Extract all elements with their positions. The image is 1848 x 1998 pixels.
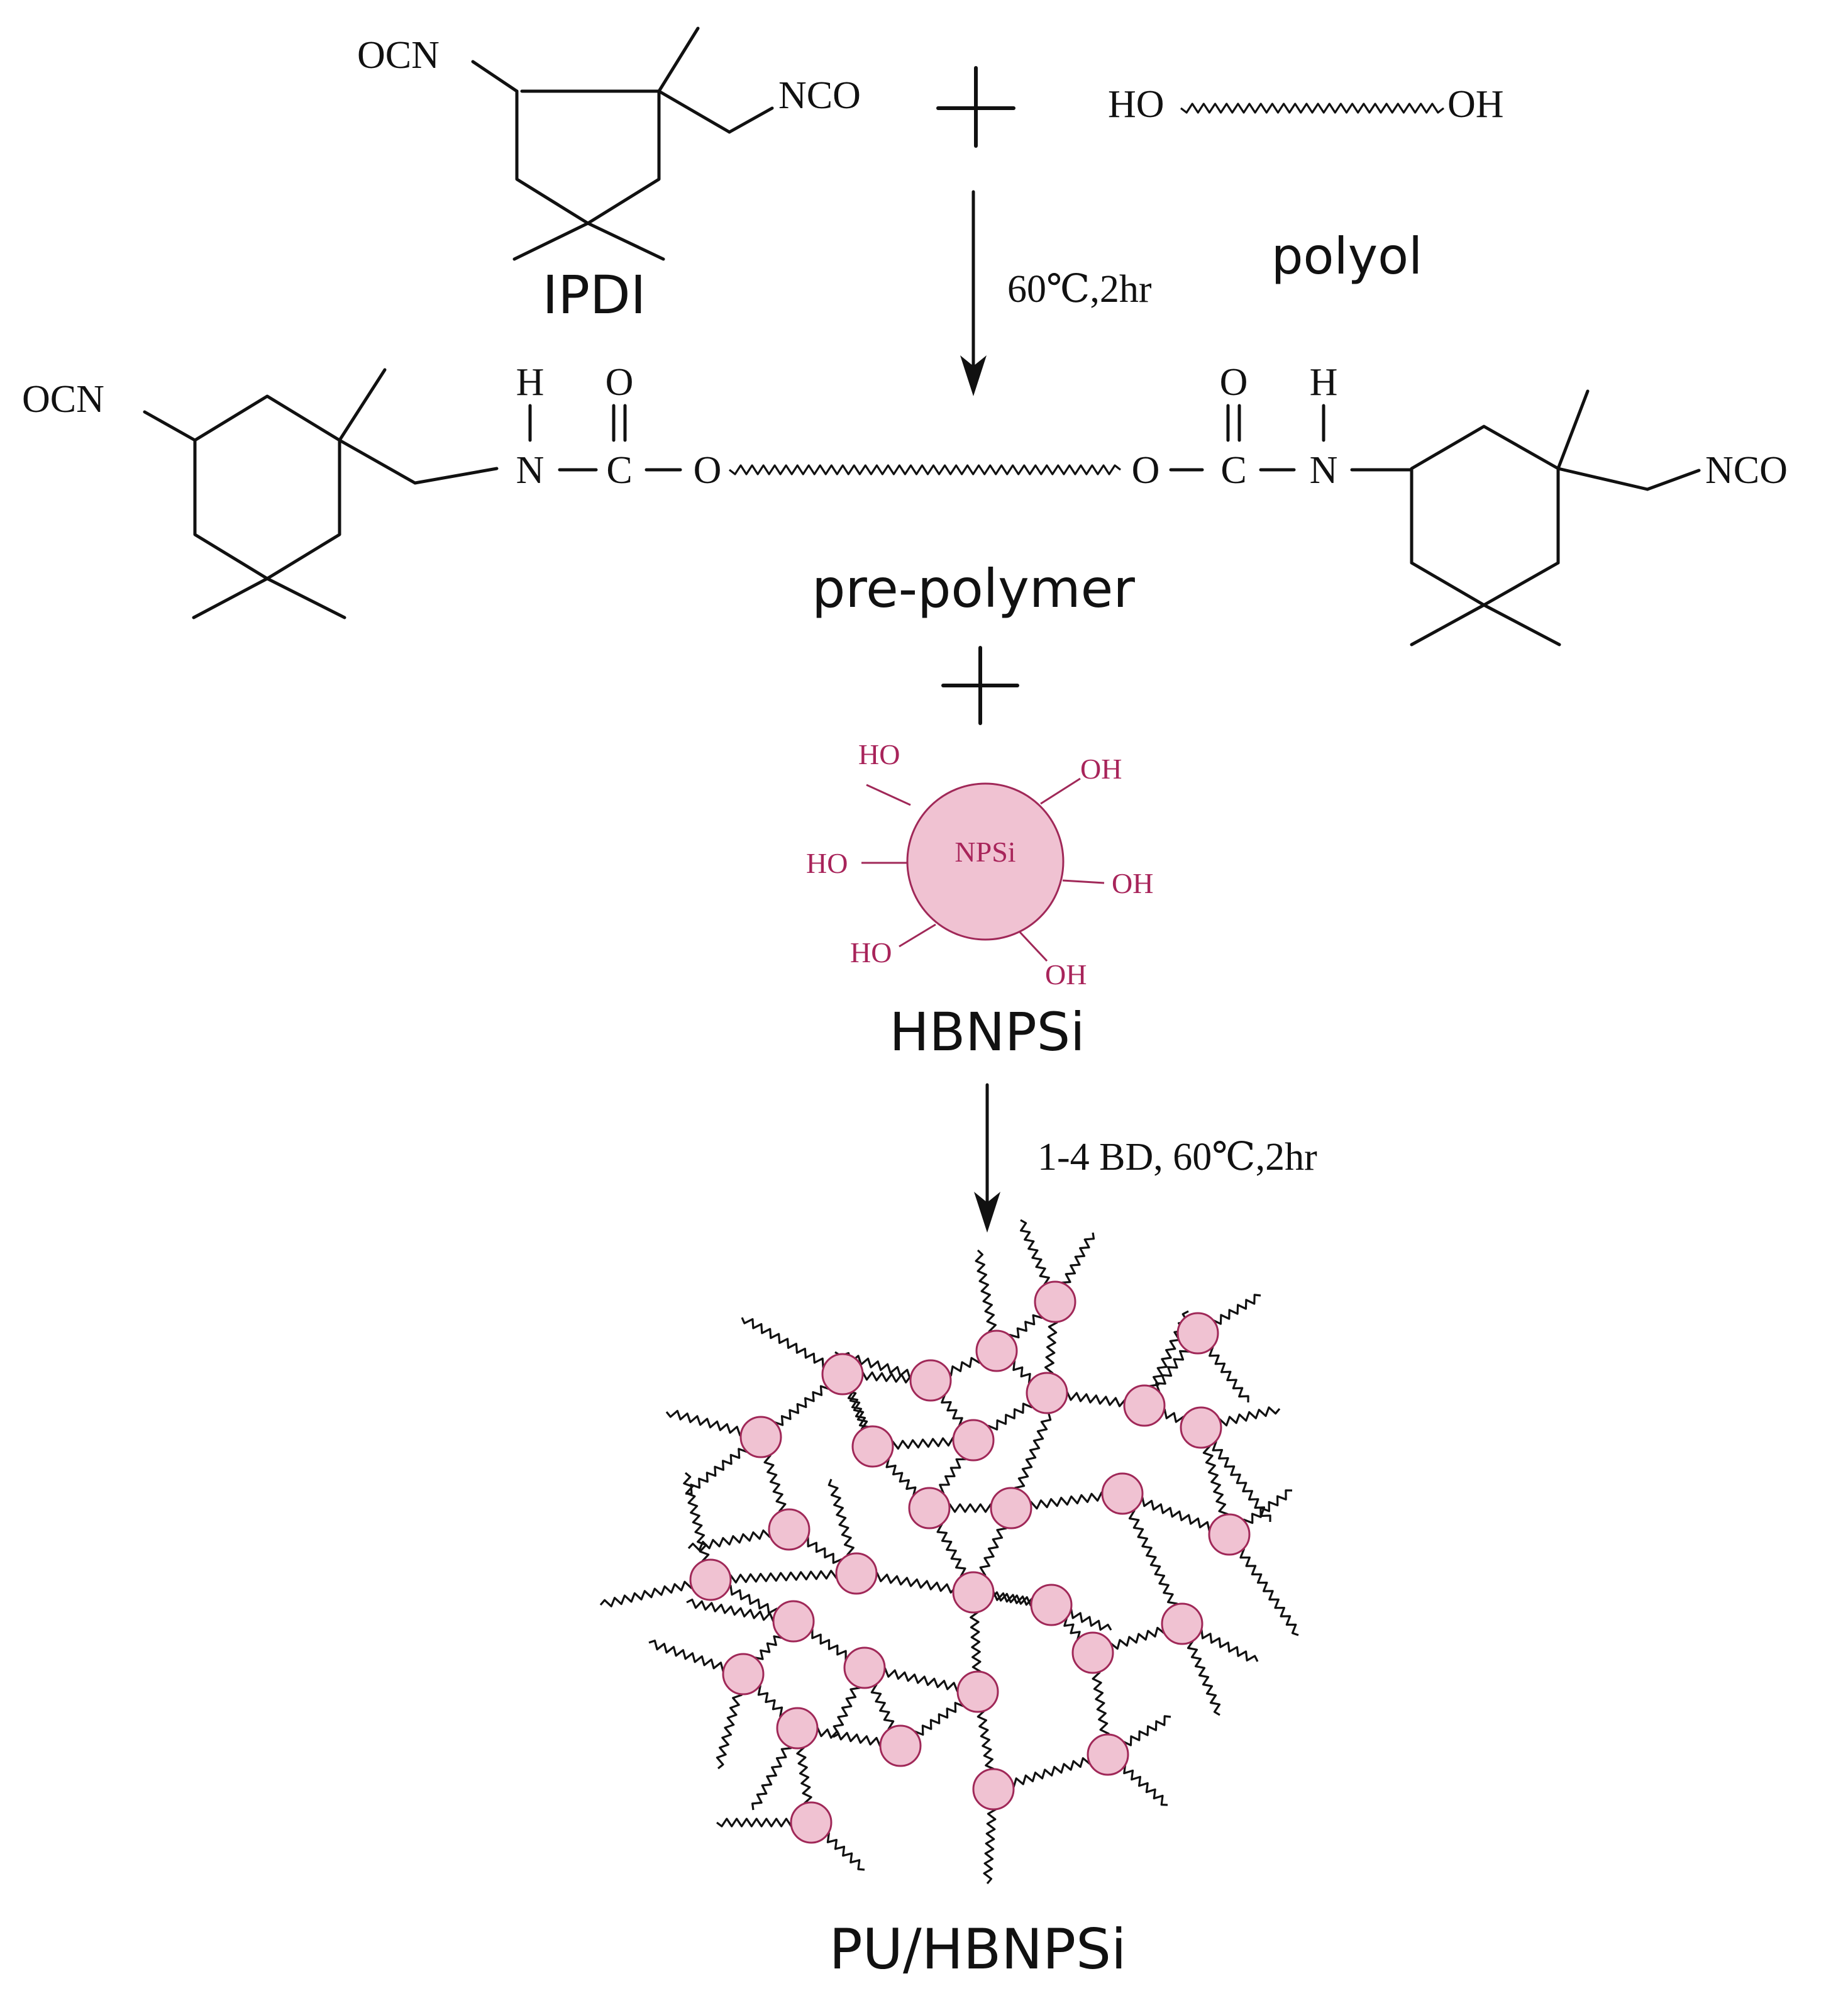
- silica-nanoparticle: [908, 1487, 951, 1529]
- silica-nanoparticle: [1101, 1472, 1144, 1515]
- prepolymer-ocn-label: OCN: [22, 378, 104, 421]
- urethane-n-right: N: [1310, 449, 1338, 492]
- silica-nanoparticle: [975, 1329, 1018, 1372]
- prepolymer-nco-label: NCO: [1705, 449, 1788, 492]
- silica-nanoparticle: [689, 1558, 732, 1601]
- hydroxyl-label-4: OH: [1112, 867, 1153, 899]
- urethane-h-left: H: [516, 361, 545, 404]
- polyol-ho-label: HO: [1108, 83, 1165, 126]
- silica-nanoparticle: [952, 1571, 995, 1614]
- polyol-chain: [1180, 103, 1444, 114]
- reaction-arrow-2: [974, 1083, 1000, 1233]
- silica-nanoparticle: [1034, 1280, 1076, 1323]
- ipdi-nco-label: NCO: [778, 74, 861, 117]
- urethane-o-top-right: O: [1220, 361, 1248, 404]
- silica-nanoparticle: [1026, 1372, 1068, 1414]
- hbnpsi-particle: NPSi HO OH HO OH HO OH: [806, 738, 1153, 991]
- silica-nanoparticle: [990, 1487, 1032, 1529]
- silica-nanoparticle: [1176, 1312, 1219, 1355]
- polyol-structure: HO OH: [1108, 83, 1504, 126]
- pu-hbnpsi-network: [599, 1219, 1299, 1885]
- silica-nanoparticle: [772, 1600, 815, 1643]
- silica-nanoparticle: [843, 1646, 886, 1689]
- silica-nanoparticle: [1071, 1631, 1114, 1674]
- silica-nanoparticle: [1161, 1602, 1203, 1645]
- urethane-h-right: H: [1310, 361, 1338, 404]
- plus-sign-2: [941, 646, 1019, 725]
- silica-nanoparticle: [851, 1425, 894, 1468]
- hydroxyl-label-6: OH: [1045, 958, 1087, 991]
- silica-nanoparticle: [1030, 1584, 1073, 1626]
- urethane-o-right: O: [1132, 449, 1160, 492]
- plus-sign: [936, 66, 1015, 148]
- product-label: PU/HBNPSi: [829, 1917, 1127, 1982]
- silica-nanoparticle: [722, 1653, 765, 1696]
- polyol-label: polyol: [1271, 227, 1422, 286]
- silica-nanoparticle: [956, 1670, 999, 1713]
- hydroxyl-label-1: HO: [858, 738, 900, 770]
- silica-nanoparticle: [776, 1707, 819, 1750]
- silica-nanoparticle: [909, 1359, 952, 1402]
- ipdi-ocn-label: OCN: [357, 34, 440, 77]
- silica-nanoparticle: [1123, 1384, 1166, 1427]
- pu-chain-link: [710, 1568, 857, 1585]
- silica-nanoparticle: [972, 1768, 1015, 1811]
- reaction-arrow-1: [960, 190, 987, 396]
- pu-chain-link: [1120, 1493, 1183, 1625]
- silica-nanoparticle: [1208, 1513, 1251, 1556]
- silica-nanoparticle: [739, 1416, 782, 1458]
- silica-nanoparticle: [835, 1552, 878, 1595]
- urethane-c-right: C: [1220, 449, 1246, 492]
- urethane-c-left: C: [606, 449, 632, 492]
- silica-nanoparticle: [879, 1724, 922, 1767]
- silica-nanoparticle: [821, 1353, 864, 1396]
- silica-nanoparticle: [952, 1419, 995, 1462]
- silica-nanoparticle: [768, 1508, 811, 1551]
- silica-nanoparticle: [1087, 1733, 1129, 1776]
- silica-nanoparticle: [1180, 1406, 1222, 1449]
- urethane-o-left: O: [694, 449, 722, 492]
- hydroxyl-label-5: HO: [850, 936, 892, 968]
- hbnpsi-label: HBNPSi: [890, 1001, 1085, 1063]
- urethane-o-top-left: O: [606, 361, 634, 404]
- npsi-core-label: NPSi: [954, 836, 1015, 868]
- hydroxyl-label-2: OH: [1080, 753, 1122, 785]
- hydroxyl-label-3: HO: [806, 847, 848, 879]
- prepolymer-polyol-chain: [729, 464, 1121, 475]
- ipdi-label: IPDI: [543, 264, 646, 326]
- prepolymer-label: pre-polymer: [812, 558, 1135, 619]
- prepolymer-structure: OCN H N O C O O O C H N NCO: [22, 361, 1788, 647]
- ipdi-structure: OCN NCO: [357, 26, 861, 261]
- step1-conditions: 60℃,2hr: [1007, 268, 1152, 311]
- step2-conditions: 1-4 BD, 60℃,2hr: [1037, 1136, 1317, 1179]
- polyol-oh-label: OH: [1447, 83, 1504, 126]
- urethane-n-left: N: [516, 449, 545, 492]
- silica-nanoparticle: [790, 1801, 833, 1844]
